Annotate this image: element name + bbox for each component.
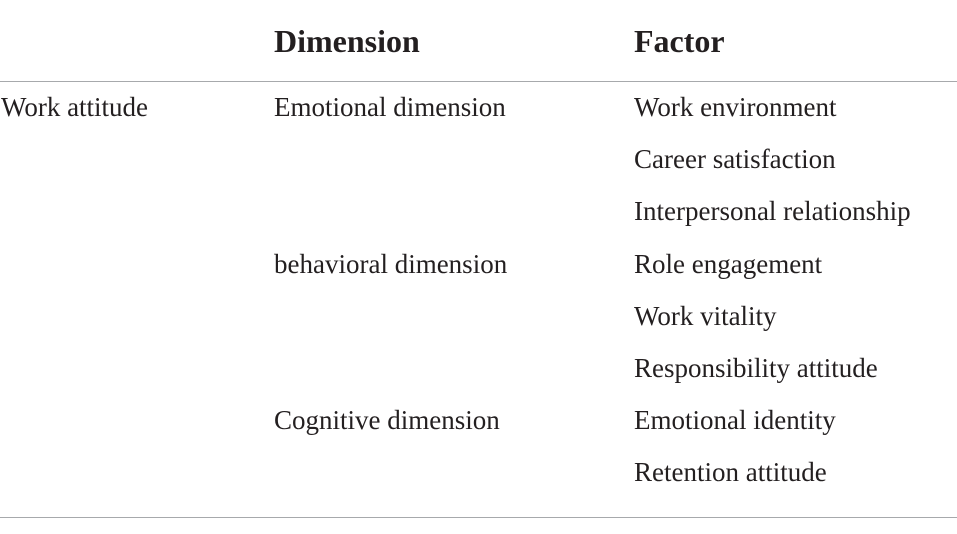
cell-factor: Career satisfaction: [634, 144, 836, 175]
cell-factor: Responsibility attitude: [634, 353, 878, 383]
cell-factor: Emotional identity: [634, 405, 836, 436]
cell-factor: Retention attitude: [634, 457, 827, 488]
cell-dimension: behavioral dimension: [274, 248, 508, 279]
cell-factor: Interpersonal relationship: [634, 196, 911, 227]
header-dimension: Dimension: [274, 23, 420, 59]
cell-factor: Work environment: [634, 92, 837, 122]
header-rule: [0, 81, 957, 82]
cell-category: Work attitude: [1, 92, 149, 122]
bottom-rule: [0, 517, 957, 518]
cell-factor: Role engagement: [634, 248, 823, 279]
cell-dimension: Emotional dimension: [274, 92, 506, 122]
header-factor: Factor: [634, 23, 725, 59]
cell-factor: Work vitality: [634, 300, 777, 331]
cell-dimension: Cognitive dimension: [274, 405, 500, 436]
